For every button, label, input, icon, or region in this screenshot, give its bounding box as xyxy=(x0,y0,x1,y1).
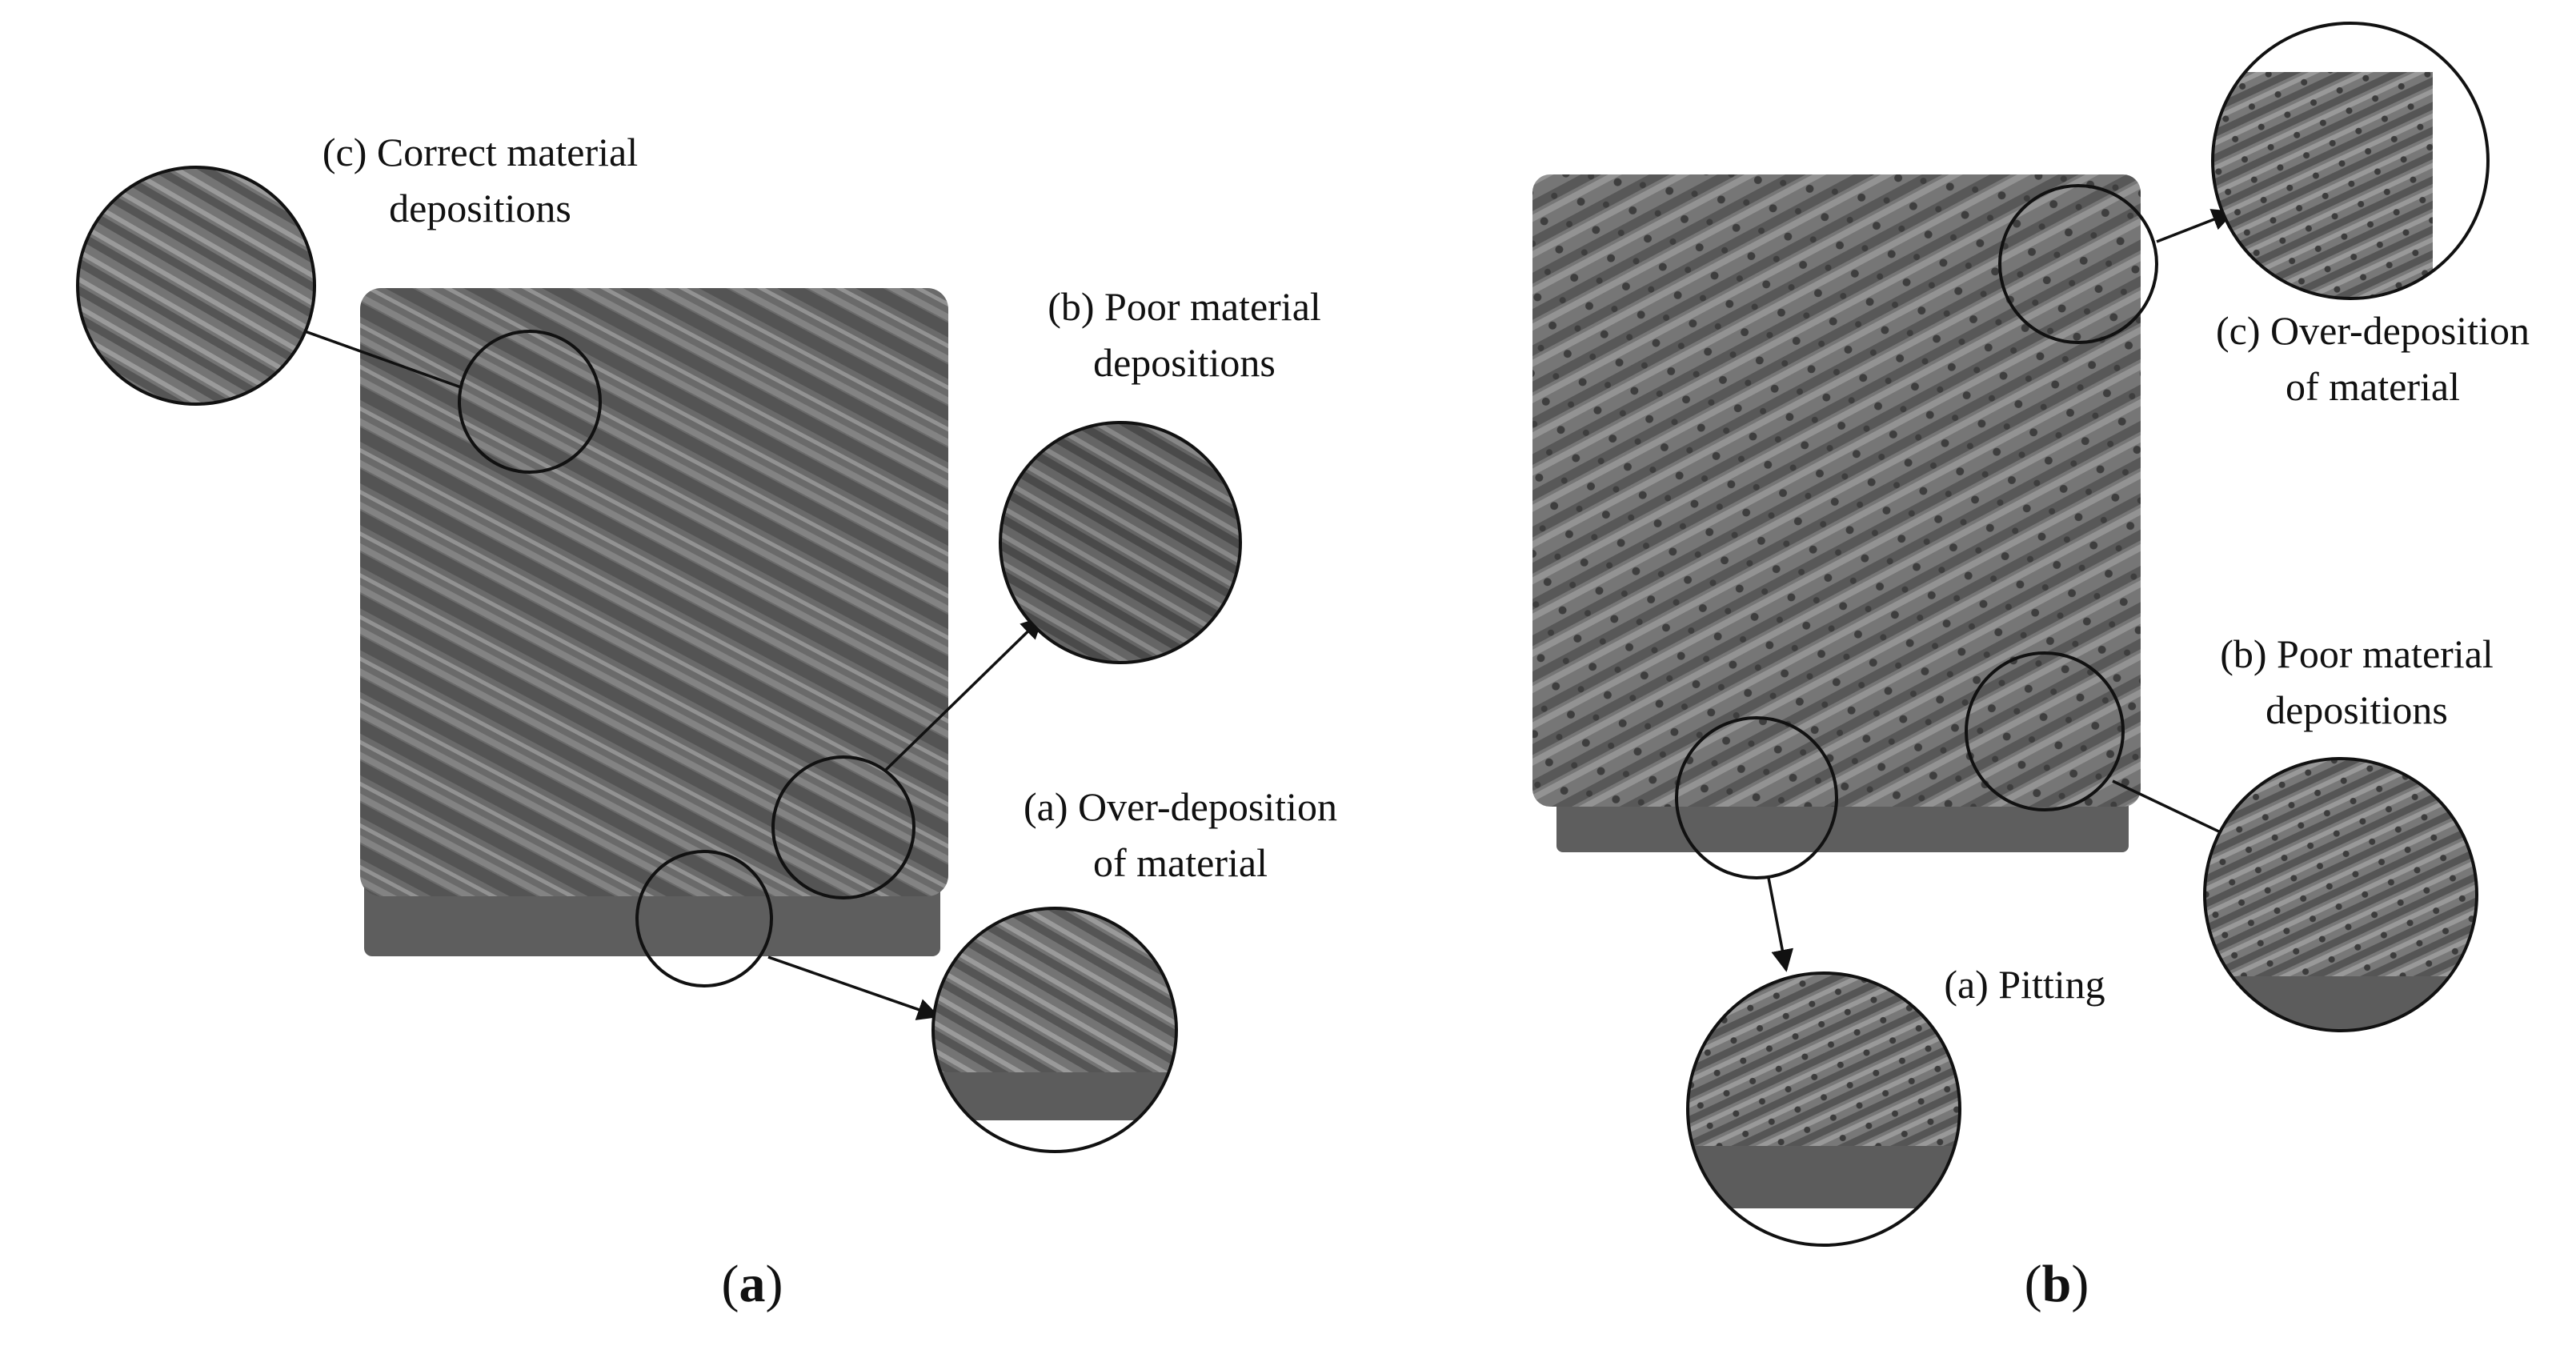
label-b-poor: (b) Poor material depositions xyxy=(2161,626,2553,738)
magnified-b-poor xyxy=(2203,757,2478,1032)
label-b-over-line2: of material xyxy=(2286,364,2460,409)
label-b-poor-line1: (b) Poor material xyxy=(2220,631,2494,676)
caption-a-letter: a xyxy=(739,1255,766,1313)
caption-b-letter: b xyxy=(2041,1255,2072,1313)
panel-a xyxy=(76,166,1242,1153)
label-a-over-line1: (a) Over-deposition xyxy=(1024,784,1337,829)
callout-b-c-ring xyxy=(1998,184,2158,344)
specimen-b-body xyxy=(1532,174,2141,807)
specimen-a-photo xyxy=(360,288,948,956)
label-b-pitting: (a) Pitting xyxy=(1905,956,2145,1012)
label-b-poor-line2: depositions xyxy=(2266,687,2448,732)
magnified-a-poor xyxy=(999,421,1242,664)
label-a-poor-line2: depositions xyxy=(1093,340,1276,385)
label-a-poor-line1: (b) Poor material xyxy=(1048,284,1321,329)
callout-a-a-arrow xyxy=(767,955,940,1020)
callout-a-b-ring xyxy=(771,755,915,899)
magnified-a-correct xyxy=(76,166,316,406)
callout-a-c-ring xyxy=(458,330,602,474)
specimen-a-shade xyxy=(360,288,948,896)
label-b-pitting-line1: (a) Pitting xyxy=(1944,962,2105,1007)
label-a-over: (a) Over-deposition of material xyxy=(972,779,1388,891)
label-a-poor: (b) Poor material depositions xyxy=(976,278,1392,391)
callout-a-b-arrow xyxy=(883,616,1044,772)
specimen-b-photo xyxy=(1532,174,2141,852)
specimen-a-body xyxy=(360,288,948,896)
label-a-over-line2: of material xyxy=(1093,840,1268,885)
label-b-over: (c) Over-deposition of material xyxy=(2185,302,2561,415)
callout-b-a-ring xyxy=(1675,716,1838,879)
caption-b: (b) xyxy=(2024,1255,2089,1313)
label-a-correct-line2: depositions xyxy=(389,186,571,230)
label-b-over-line1: (c) Over-deposition xyxy=(2216,308,2530,353)
caption-a: (a) xyxy=(721,1255,783,1313)
magnified-a-over xyxy=(931,907,1178,1153)
label-a-correct: (c) Correct material depositions xyxy=(256,124,704,236)
callout-b-c-arrow xyxy=(2156,209,2235,243)
label-a-correct-line1: (c) Correct material xyxy=(322,130,639,174)
magnified-b-pitting xyxy=(1686,971,1961,1247)
callout-a-a-ring xyxy=(635,850,773,987)
callout-b-b-ring xyxy=(1965,651,2125,811)
callout-b-a-arrow xyxy=(1767,877,1794,972)
magnified-b-over xyxy=(2211,22,2490,300)
